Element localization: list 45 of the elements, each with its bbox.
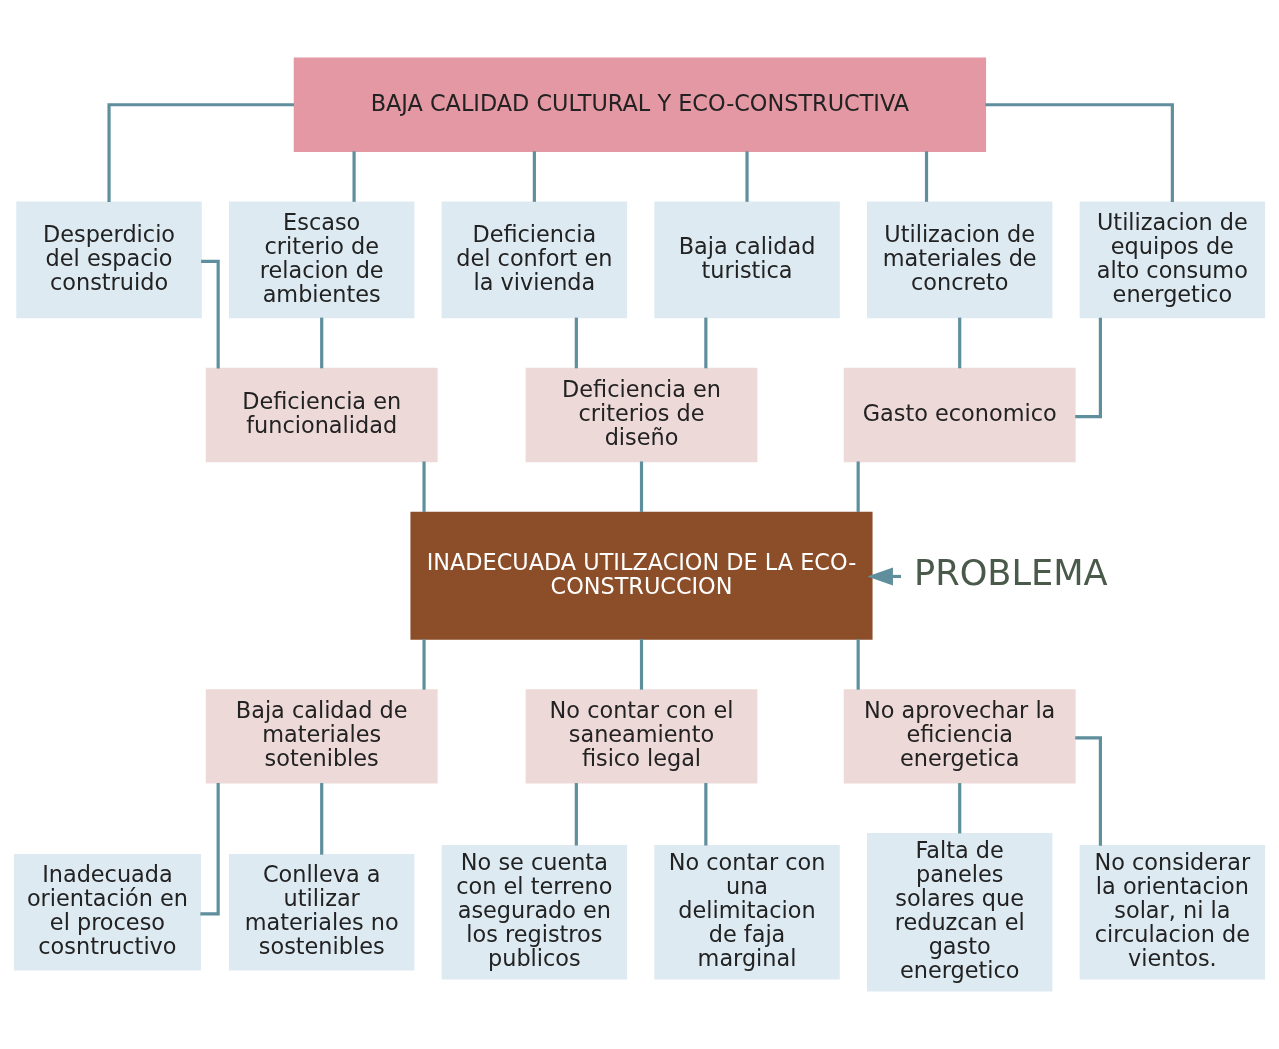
- node-box: INADECUADA UTILZACION DE LA ECO-CONSTRUCCION: [410, 511, 873, 640]
- connector: [958, 783, 962, 834]
- node-box: Inadecuada orientación en el proceso cosntructivo: [13, 853, 201, 971]
- connector: [745, 151, 749, 202]
- connector: [1075, 317, 1102, 419]
- node-text: PROBLEMA: [914, 551, 1108, 593]
- node-box: Conlleva a utilizar materiales no sostenibles: [228, 853, 415, 971]
- connector: [958, 317, 962, 369]
- connector: [985, 103, 1174, 203]
- node-box: BAJA CALIDAD CULTURAL Y ECO-CONSTRUCTIVA: [293, 57, 987, 152]
- connector: [704, 317, 708, 369]
- connector: [320, 783, 324, 855]
- connector: [639, 461, 644, 512]
- node-box: Deficiencia en criterios de diseño: [525, 367, 758, 463]
- node-box: Utilizacion de equipos de alto consumo energetico: [1079, 201, 1266, 319]
- connector: [422, 461, 426, 512]
- node-box: No se cuenta con el terreno asegurado en los registros publicos: [441, 845, 628, 980]
- connector: [107, 103, 294, 203]
- node-box: Desperdicio del espacio construido: [16, 201, 202, 319]
- connector: [574, 317, 578, 369]
- connector: [422, 639, 426, 690]
- node-box: No contar con el saneamiento fisico legal: [525, 689, 758, 784]
- connector: [704, 783, 708, 846]
- node-box: Escaso criterio de relacion de ambientes: [228, 201, 415, 319]
- node-box: Deficiencia del confort en la vivienda: [441, 201, 628, 319]
- connector: [856, 461, 860, 512]
- node-box: Baja calidad turistica: [654, 201, 840, 319]
- connector: [856, 639, 860, 690]
- node-box: Falta de paneles solares que reduzcan el gasto energetico: [866, 833, 1053, 992]
- node-box: No considerar la orientacion solar, ni la circulacion de vientos.: [1079, 845, 1266, 980]
- connector: [200, 783, 220, 916]
- connector: [201, 259, 220, 369]
- node-box: No aprovechar la eficiencia energetica: [843, 689, 1076, 784]
- node-box: No contar con una delimitacion de faja marginal: [654, 845, 840, 980]
- node-box: Utilizacion de materiales de concreto: [866, 201, 1053, 319]
- node-box: Baja calidad de materiales sotenibles: [205, 689, 438, 784]
- node-box: Gasto economico: [843, 367, 1076, 463]
- connector: [1075, 736, 1102, 846]
- connector: [352, 151, 356, 202]
- connector: [320, 317, 324, 369]
- node-box: Deficiencia en funcionalidad: [205, 367, 438, 463]
- connector: [574, 783, 578, 846]
- connector: [639, 639, 644, 690]
- connector: [924, 151, 929, 202]
- connector: [532, 151, 536, 202]
